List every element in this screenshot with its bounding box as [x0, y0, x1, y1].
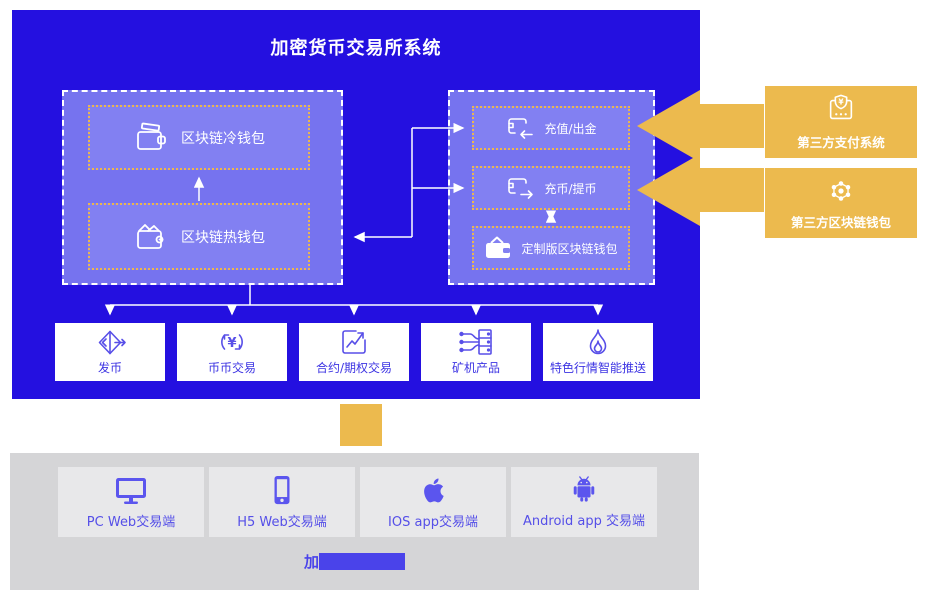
feature-box-issue-coin: 发币	[55, 323, 165, 381]
third-party-payment-box: ¥ 第三方支付系统	[765, 86, 917, 158]
third-party-payment-label: 第三方支付系统	[797, 134, 885, 150]
deposit-withdraw-coin-box: 充币/提币	[472, 166, 630, 210]
monitor-icon	[114, 475, 148, 505]
feature-box-market-push: 特色行情智能推送	[543, 323, 653, 381]
wallet-withdraw-icon	[505, 175, 535, 201]
feature-label: 矿机产品	[451, 361, 500, 375]
issue-coin-icon	[92, 329, 128, 356]
highlighted-text-bar	[319, 553, 405, 570]
contract-chart-icon	[340, 328, 368, 356]
client-label: IOS app交易端	[388, 514, 478, 530]
clients-connector-block	[340, 404, 382, 446]
feature-label: 发币	[97, 360, 122, 375]
wallet-arrow-bar	[699, 168, 764, 212]
deposit-withdraw-cash-label: 充值/出金	[544, 121, 597, 136]
client-label: PC Web交易端	[86, 514, 176, 530]
custom-wallet-icon	[484, 236, 512, 260]
third-party-wallet-box: 第三方区块链钱包	[765, 168, 917, 238]
android-icon	[569, 475, 599, 504]
cold-wallet-label: 区块链冷钱包	[181, 130, 265, 147]
feature-box-coin-trade: ¥ 币币交易	[177, 323, 287, 381]
coin-trade-icon: ¥	[217, 328, 247, 356]
bottom-caption-visible-text: 加	[303, 553, 319, 571]
hot-wallet-label: 区块链热钱包	[181, 229, 265, 246]
wallet-arrow-head-icon	[637, 154, 700, 226]
smartphone-icon	[272, 475, 292, 505]
feature-box-mining: 矿机产品	[421, 323, 531, 381]
page-title: 加密货币交易所系统	[270, 38, 442, 59]
deposit-withdraw-cash-box: 充值/出金	[472, 106, 630, 150]
flame-icon	[585, 328, 611, 356]
deposit-withdraw-coin-label: 充币/提币	[544, 181, 597, 196]
payment-terminal-icon: ¥	[824, 94, 858, 126]
custom-wallet-label: 定制版区块链钱包	[521, 241, 618, 256]
client-box-pc-web: PC Web交易端	[58, 467, 204, 537]
payment-arrow-head-icon	[637, 90, 700, 162]
hot-wallet-box: 区块链热钱包	[88, 203, 310, 270]
svg-text:¥: ¥	[227, 336, 236, 351]
payment-arrow-bar	[699, 104, 764, 148]
mining-rig-icon	[458, 328, 494, 356]
feature-label: 特色行情智能推送	[549, 361, 646, 375]
apple-icon	[420, 475, 446, 505]
blockchain-network-icon	[826, 176, 856, 206]
svg-text:¥: ¥	[838, 97, 844, 106]
bottom-caption: 加	[10, 551, 699, 572]
client-label: H5 Web交易端	[237, 514, 327, 530]
third-party-wallet-label: 第三方区块链钱包	[790, 214, 891, 230]
cold-wallet-box: 区块链冷钱包	[88, 105, 310, 170]
feature-label: 币币交易	[207, 361, 256, 375]
client-box-ios: IOS app交易端	[360, 467, 506, 537]
client-box-android: Android app 交易端	[511, 467, 657, 537]
feature-box-contract-trade: 合约/期权交易	[299, 323, 409, 381]
custom-wallet-box: 定制版区块链钱包	[472, 226, 630, 270]
wallet-deposit-icon	[505, 115, 535, 141]
client-box-h5-web: H5 Web交易端	[209, 467, 355, 537]
hot-wallet-icon	[133, 221, 169, 253]
client-label: Android app 交易端	[523, 513, 645, 529]
feature-label: 合约/期权交易	[315, 361, 393, 375]
cold-wallet-icon	[133, 122, 169, 154]
